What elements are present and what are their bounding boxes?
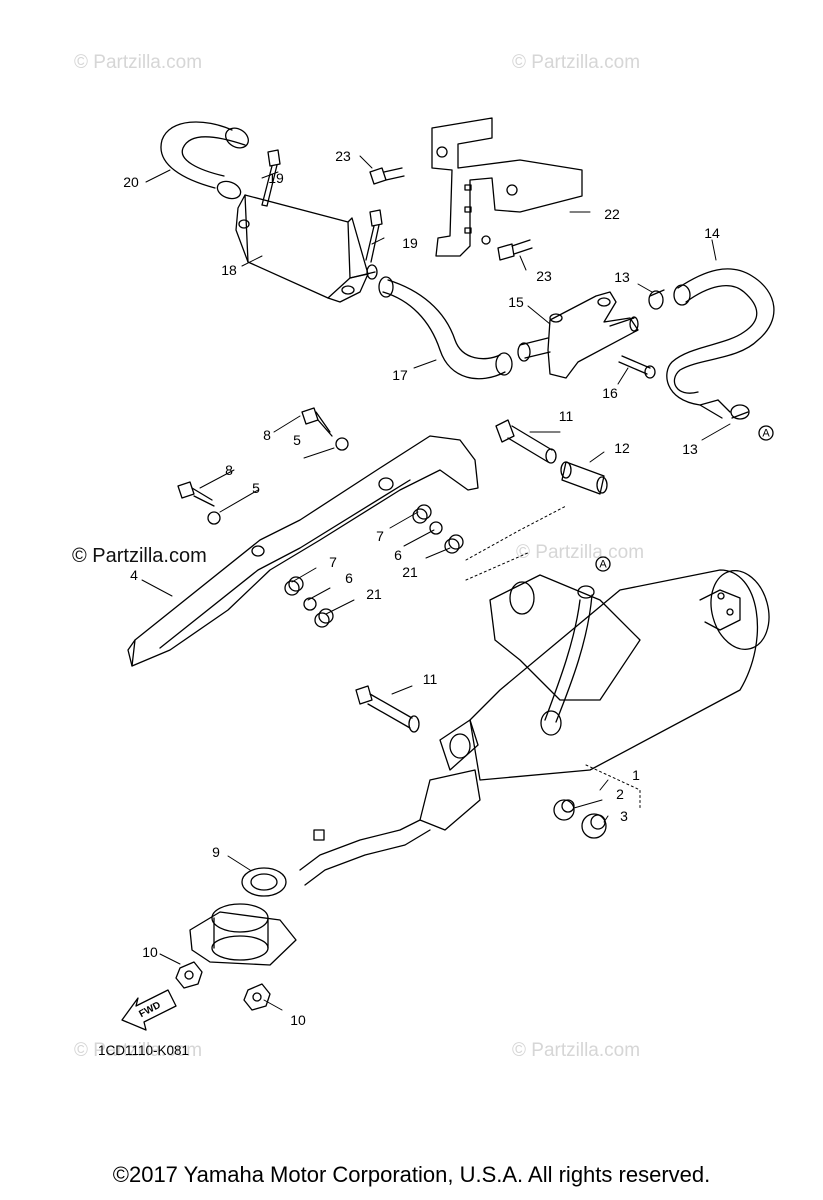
callout-5-upper: 5 (293, 432, 301, 449)
bolt-16 (618, 355, 656, 379)
callout-6-right: 6 (394, 547, 402, 564)
watermark-top-left: © Partzilla.com (74, 52, 203, 73)
canister-18 (235, 194, 378, 303)
fwd-arrow-icon (121, 989, 177, 1031)
watermark-bottom-right: © Partzilla.com (512, 1040, 641, 1061)
callout-6-left: 6 (345, 570, 353, 587)
copyright-footer: ©2017 Yamaha Motor Corporation, U.S.A. A… (112, 1162, 711, 1187)
collar-3 (581, 813, 607, 839)
callout-23-upper: 23 (335, 148, 351, 165)
grommet-2 (553, 799, 575, 821)
callout-3: 3 (620, 808, 628, 825)
leader-lines (141, 155, 731, 1011)
marker-a-label-right: A (762, 427, 770, 440)
callout-1: 1 (632, 767, 640, 784)
watermark-top-right: © Partzilla.com (512, 52, 641, 73)
bolt-19-upper (261, 149, 281, 207)
bracket-22 (431, 117, 583, 257)
valve-15 (517, 291, 639, 379)
callout-21-left: 21 (366, 586, 382, 603)
callout-13-upper: 13 (614, 269, 630, 286)
hose-14 (666, 268, 775, 419)
collar-21-right (444, 534, 464, 554)
collar-6-left (303, 597, 317, 611)
marker-a-circle-right (758, 425, 774, 441)
callout-12: 12 (614, 440, 630, 457)
callout-8-lower: 8 (225, 462, 233, 479)
bolt-11-lower (355, 685, 420, 733)
bolt-23-upper (369, 167, 405, 185)
callout-20: 20 (123, 174, 139, 191)
callout-11-lower: 11 (422, 671, 438, 688)
callout-15: 15 (508, 294, 524, 311)
washer-5-lower (207, 511, 221, 525)
callout-22: 22 (604, 206, 620, 223)
callout-19-upper: 19 (268, 170, 284, 187)
clamp-13-upper (648, 289, 665, 310)
protector-4 (127, 435, 479, 667)
callout-18: 18 (221, 262, 237, 279)
callout-16: 16 (602, 385, 618, 402)
callout-19-lower: 19 (402, 235, 418, 252)
callout-13-lower: 13 (682, 441, 698, 458)
exhaust-flange (189, 903, 297, 966)
collar-21-left (314, 608, 334, 628)
muffler-1 (299, 569, 770, 886)
callout-14: 14 (704, 225, 720, 242)
clamp-13-lower (730, 404, 750, 420)
callout-9: 9 (212, 844, 220, 861)
watermark-mid-left: © Partzilla.com (72, 545, 207, 567)
dashed-connectors (465, 505, 641, 811)
callout-7-right: 7 (376, 528, 384, 545)
bolt-8-lower (177, 481, 215, 507)
gasket-9 (241, 867, 287, 897)
bolt-19-lower (365, 209, 383, 263)
collar-6-right (429, 521, 443, 535)
callout-4: 4 (130, 567, 138, 584)
callout-5-lower: 5 (252, 480, 260, 497)
callout-11-upper: 11 (558, 408, 574, 425)
nut-10-left (175, 961, 203, 989)
callout-2: 2 (616, 786, 624, 803)
watermark-bottom-left: © Partzilla.com (74, 1040, 203, 1061)
bolt-23-lower (497, 239, 533, 261)
callout-10-right: 10 (290, 1012, 306, 1029)
washer-5-upper (335, 437, 349, 451)
callout-10-left: 10 (142, 944, 158, 961)
callout-23-lower: 23 (536, 268, 552, 285)
hose-17 (378, 276, 513, 380)
spacer-12 (560, 461, 608, 495)
nut-10-right (243, 983, 271, 1011)
watermark-mid-right: © Partzilla.com (516, 542, 645, 563)
collar-7-right (412, 504, 432, 524)
callout-17: 17 (392, 367, 408, 384)
collar-7-left (284, 576, 304, 596)
callout-21-right: 21 (402, 564, 418, 581)
diagram-reference-code: 1CD1110-K081 (98, 1043, 190, 1058)
marker-a-circle-muffler (595, 556, 611, 572)
callout-8-upper: 8 (263, 427, 271, 444)
bolt-11-upper (495, 419, 557, 464)
marker-a-label-muffler: A (599, 558, 607, 571)
hose-20 (160, 121, 249, 200)
callout-7-left: 7 (329, 554, 337, 571)
bolt-8-upper (301, 407, 333, 437)
